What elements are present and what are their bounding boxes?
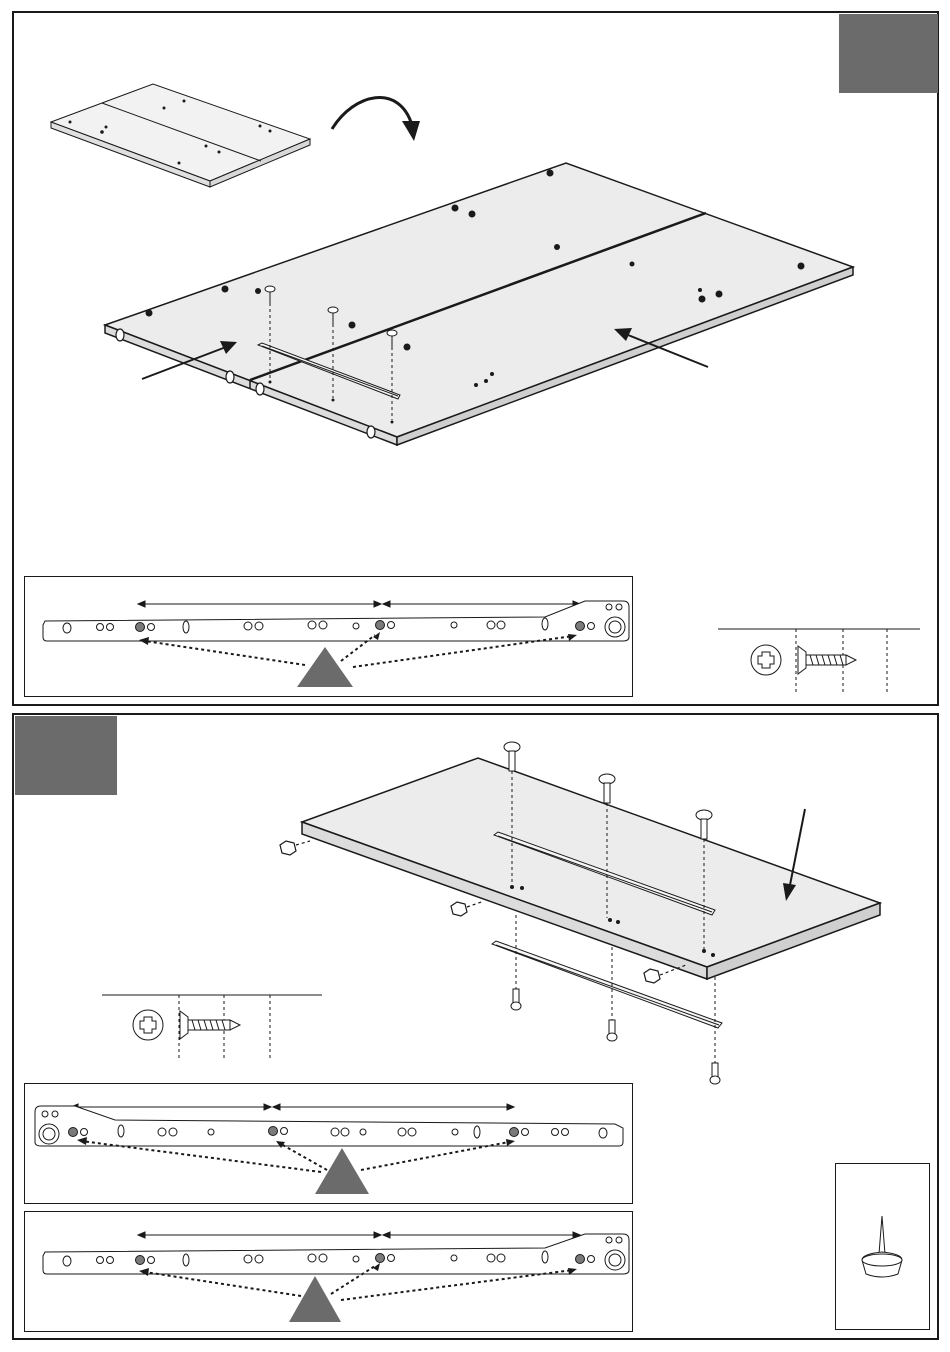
rail-hole-detail-left	[24, 1083, 633, 1204]
triangle-marker-icon	[315, 1148, 369, 1194]
phillips-head-icon	[751, 645, 781, 675]
phillips-head-icon	[133, 1010, 163, 1040]
step-panel-bottom	[12, 713, 939, 1340]
triangle-marker-icon	[297, 647, 353, 687]
small-panel-preview	[51, 84, 310, 187]
triangle-marker-icon	[289, 1276, 341, 1322]
felt-pad-icon	[836, 1164, 928, 1328]
screw-size-gauge	[102, 995, 322, 1059]
step-panel-top	[12, 11, 939, 706]
rail-hole-detail	[24, 576, 633, 697]
rail-detail-svg	[25, 577, 631, 695]
felt-pad-detail	[835, 1163, 930, 1330]
large-panel	[105, 163, 853, 445]
screw-size-gauge	[718, 629, 920, 693]
rail-detail-svg	[25, 1084, 631, 1202]
curved-arrow-icon	[332, 98, 420, 141]
rail-hole-detail-right	[24, 1211, 633, 1332]
rail-detail-svg	[25, 1212, 631, 1330]
